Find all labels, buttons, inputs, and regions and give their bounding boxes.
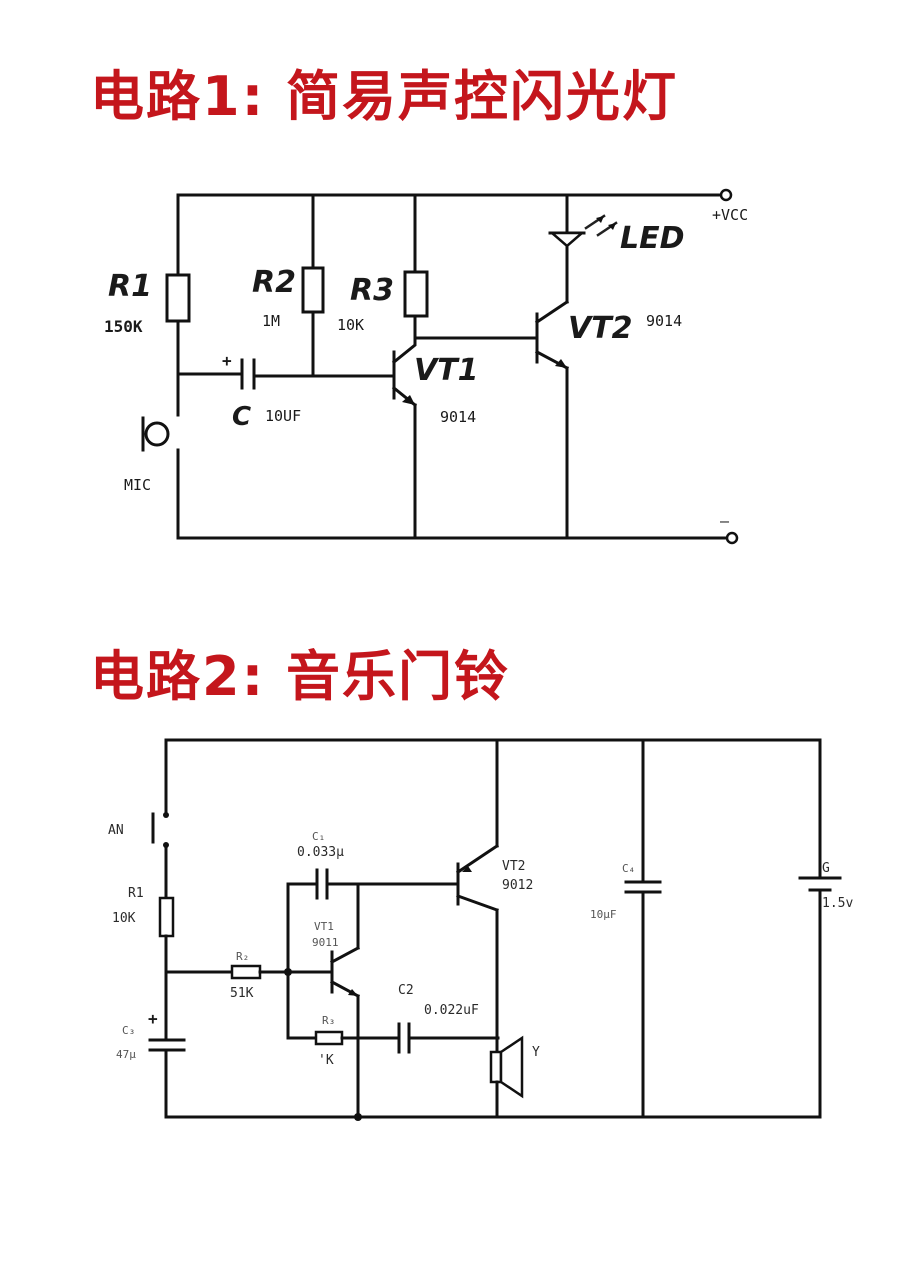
c1-vcc-label: +VCC (712, 206, 748, 224)
c2-speaker-label: Y (532, 1045, 540, 1060)
c2-c1-label: C₁ (312, 830, 325, 843)
c2-r3-label: R₃ (322, 1014, 335, 1027)
c2-vt2-model: 9012 (502, 878, 533, 893)
c2-c4-value: 10μF (590, 908, 617, 921)
c1-r2-label: R2 (252, 265, 296, 300)
c2-switch-label: AN (108, 823, 124, 838)
c1-vt1-transistor (391, 336, 418, 408)
c2-r1-value: 10K (112, 911, 136, 926)
c1-mic-label: MIC (124, 476, 151, 494)
c1-r1-label: R1 (108, 269, 152, 304)
c2-r3-resistor (314, 1030, 344, 1046)
c2-switch (151, 812, 169, 848)
c2-r1-label: R1 (128, 886, 144, 901)
c1-r3-label: R3 (350, 273, 394, 308)
c1-capacitor (240, 358, 256, 390)
c1-vt1-label: VT1 (414, 353, 479, 388)
c2-r2-label: R₂ (236, 950, 249, 963)
c2-r3-value: 'K (318, 1053, 334, 1068)
c1-gnd-label: — (720, 512, 730, 530)
c2-battery-value: 1.5v (822, 896, 853, 911)
c2-c3-value: 47μ (116, 1048, 136, 1061)
c2-c3-polarity: + (148, 1009, 158, 1028)
c2-vt2-transistor (455, 843, 500, 912)
c2-c2-label: C2 (398, 983, 414, 998)
c2-c1-value: 0.033μ (297, 845, 344, 860)
c1-r1-resistor (165, 273, 191, 323)
c1-vt2-model: 9014 (646, 312, 682, 330)
circuit2-title: 电路2: 音乐门铃 (90, 645, 510, 708)
c2-c2-value: 0.022uF (424, 1003, 479, 1018)
c2-vt1-transistor (329, 945, 361, 999)
c1-vt2-label: VT2 (568, 311, 633, 346)
c2-battery-label: G (822, 861, 830, 876)
circuit1-diagram: +VCC — R1 150K MIC + C 10UF R2 1M R3 10K… (104, 188, 748, 545)
c2-c3-label: C₃ (122, 1024, 135, 1037)
c2-r1-resistor (158, 896, 175, 938)
c1-cap-value: 10UF (265, 407, 301, 425)
c2-vt2-label: VT2 (502, 859, 525, 874)
c2-vt1-model: 9011 (312, 936, 339, 949)
c1-cap-polarity: + (222, 351, 232, 370)
c1-r2-resistor (301, 266, 325, 314)
c1-vcc-terminal (719, 188, 733, 202)
c2-c4-label: C₄ (622, 862, 635, 875)
c1-r1-value: 150K (104, 317, 143, 336)
c2-vt1-label: VT1 (314, 920, 334, 933)
c1-r3-value: 10K (337, 316, 364, 334)
c1-gnd-terminal (725, 531, 739, 545)
c1-r2-value: 1M (262, 312, 280, 330)
c1-cap-label: C (232, 402, 251, 432)
c1-vt2-transistor (534, 299, 570, 371)
circuit1-title: 电路1: 简易声控闪光灯 (90, 65, 678, 128)
c1-microphone (141, 416, 170, 452)
c1-vt1-model: 9014 (440, 408, 476, 426)
c2-r2-value: 51K (230, 986, 254, 1001)
c1-r3-resistor (403, 270, 429, 318)
c2-battery (798, 876, 842, 892)
c1-led (548, 193, 618, 248)
c2-r2-resistor (230, 964, 262, 980)
circuit2-diagram: AN R1 10K + C₃ 47μ R₂ 51K C₁ 0.033μ VT1 … (108, 738, 853, 1121)
c1-led-label: LED (620, 221, 685, 256)
